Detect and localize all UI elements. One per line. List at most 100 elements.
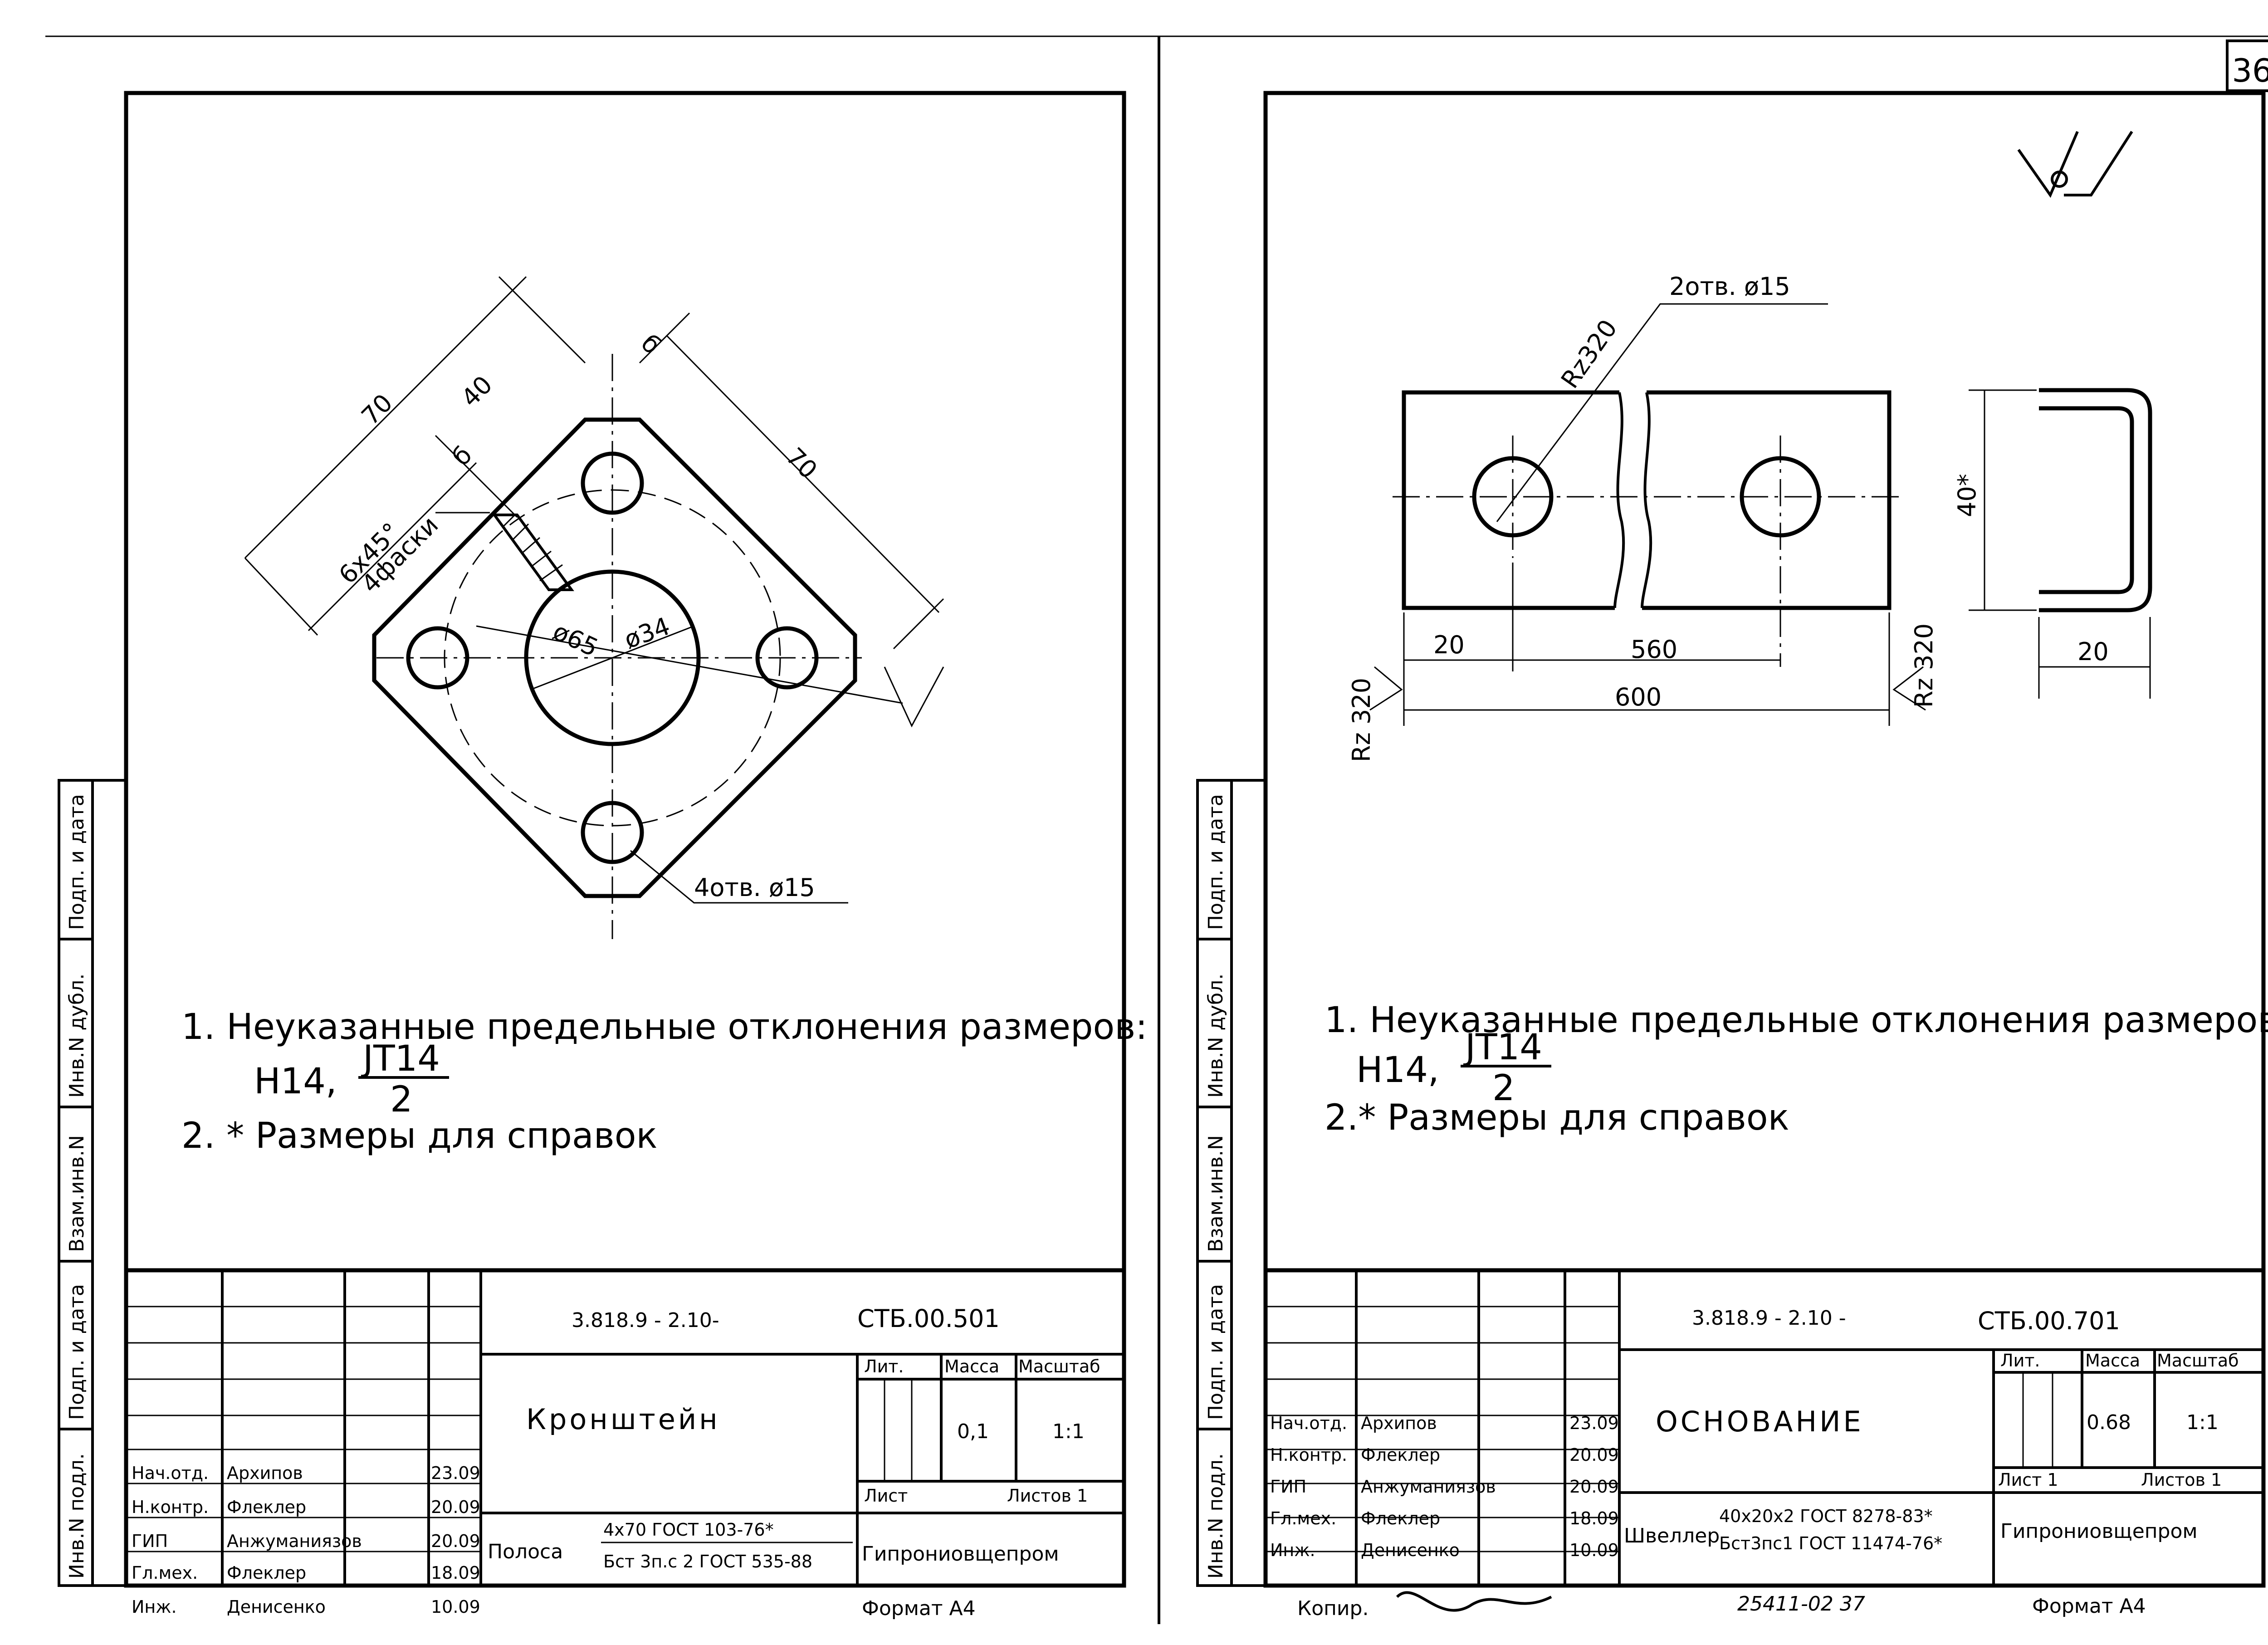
tolerance-jt14: JT14 bbox=[361, 1038, 440, 1079]
signer-role: Нач.отд. bbox=[132, 1463, 209, 1483]
left-side-stamp: Инв.N подл. Подп. и дата Взам.инв.N Инв.… bbox=[58, 779, 127, 1587]
left-sheet: Инв.N подл. Подп. и дата Взам.инв.N Инв.… bbox=[58, 91, 1148, 1620]
signer-date: 18.09 bbox=[431, 1563, 480, 1583]
side-stamp-label-2: Подп. и дата bbox=[65, 1284, 88, 1420]
roughness-mark bbox=[2064, 131, 2133, 196]
surface-mark-left bbox=[884, 666, 944, 728]
col-mass: Масса bbox=[2085, 1351, 2140, 1371]
signer-role: Нач.отд. bbox=[1270, 1413, 1347, 1433]
roughness-mark bbox=[2017, 131, 2079, 198]
sheet-code: 3.818.9 - 2.10- bbox=[572, 1309, 719, 1332]
dim-b-top: б bbox=[635, 329, 666, 360]
organization: Гипрониовщепром bbox=[862, 1542, 1059, 1566]
signer-date: 10.09 bbox=[1569, 1540, 1619, 1560]
scale-value: 1:1 bbox=[1052, 1420, 1085, 1443]
signer-date: 23.09 bbox=[1569, 1413, 1619, 1433]
dia-34: ø34 bbox=[621, 612, 674, 654]
surface-mark-left bbox=[1369, 666, 1403, 711]
copied-label: Копир. bbox=[1297, 1597, 1369, 1620]
signer-role: ГИП bbox=[132, 1531, 168, 1551]
sheet-label: Лист bbox=[864, 1486, 908, 1506]
signer-date: 23.09 bbox=[431, 1463, 480, 1483]
signer-date: 20.09 bbox=[1569, 1445, 1619, 1465]
sheet-label: Лист 1 bbox=[1998, 1470, 2058, 1490]
tolerance-h14: Н14, bbox=[254, 1061, 337, 1102]
bracket-outline bbox=[372, 417, 857, 898]
material-label: Полоса bbox=[488, 1540, 563, 1563]
dim-20b: 20 bbox=[2077, 637, 2109, 666]
side-stamp-label-4: Инв.N дубл. bbox=[65, 974, 88, 1098]
format-label: Формат А4 bbox=[862, 1597, 976, 1620]
signer-date: 20.09 bbox=[431, 1497, 480, 1517]
tolerance-h14: Н14, bbox=[1356, 1050, 1439, 1091]
channel-inner bbox=[2039, 406, 2134, 594]
side-stamp-label-1: Инв.N подл. bbox=[1204, 1453, 1227, 1579]
right-side-stamp: Инв.N подл. Подп. и дата Взам.инв.N Инв.… bbox=[1196, 779, 1267, 1587]
side-stamp-label-4: Инв.N дубл. bbox=[1204, 974, 1227, 1098]
holes-leader bbox=[630, 850, 848, 904]
title-block-frame bbox=[124, 1268, 1126, 1588]
side-stamp-label-1: Инв.N подл. bbox=[65, 1453, 88, 1579]
signer-role: Инж. bbox=[1270, 1540, 1315, 1560]
part-name: Кронштейн bbox=[526, 1403, 720, 1436]
sheet-code: 3.818.9 - 2.10 - bbox=[1692, 1307, 1846, 1330]
break-line-left bbox=[1613, 392, 1625, 608]
left-title-block: 3.818.9 - 2.10- СТБ.00.501 Кронштейн Лит… bbox=[124, 1268, 1126, 1620]
col-scale: Масштаб bbox=[1018, 1356, 1100, 1376]
dim-20: 20 bbox=[1433, 631, 1465, 659]
dim-600: 600 bbox=[1615, 683, 1662, 711]
inventory-number: 25411-02 37 bbox=[1737, 1592, 1865, 1616]
dia-34-line bbox=[530, 625, 694, 690]
side-stamp-label-5: Подп. и дата bbox=[1204, 794, 1227, 930]
signer-role: Гл.мех. bbox=[132, 1563, 198, 1583]
surface-mark-right bbox=[1892, 666, 1926, 711]
tolerance-jt14: JT14 bbox=[1463, 1027, 1542, 1068]
material-bottom: Бст3пс1 ГОСТ 11474-76* bbox=[1719, 1533, 1942, 1553]
signer-name: Денисенко bbox=[1361, 1540, 1460, 1560]
note-1: 1. Неуказанные предельные отклонения раз… bbox=[181, 1007, 1148, 1048]
copier-signature bbox=[1396, 1591, 1552, 1612]
page-number-box bbox=[2226, 39, 2268, 92]
side-stamp-label-5: Подп. и дата bbox=[65, 794, 88, 930]
signer-name: Архипов bbox=[1361, 1413, 1437, 1433]
material-bottom: Бст 3п.с 2 ГОСТ 535-88 bbox=[603, 1552, 812, 1572]
signer-role: Н.контр. bbox=[1270, 1445, 1347, 1465]
organization: Гипрониовщепром bbox=[2000, 1520, 2198, 1543]
material-label: Швеллер bbox=[1624, 1524, 1720, 1547]
dia-65-line bbox=[476, 625, 903, 704]
mass-value: 0,1 bbox=[957, 1420, 989, 1443]
note-2: 2.* Размеры для справок bbox=[1325, 1097, 1789, 1138]
dim-560: 560 bbox=[1631, 635, 1677, 664]
signer-name: Флеклер bbox=[1361, 1445, 1440, 1465]
plate-left-part bbox=[1402, 390, 1619, 610]
holes-leader bbox=[1496, 303, 1828, 522]
dia-65: ø65 bbox=[549, 617, 603, 662]
dim-70-right-line bbox=[666, 335, 940, 613]
side-stamp-label-2: Подп. и дата bbox=[1204, 1284, 1227, 1420]
holes-label: 2отв. ø15 bbox=[1669, 272, 1790, 301]
break-line-right bbox=[1641, 392, 1652, 608]
dim-70-left: 70 bbox=[356, 388, 398, 431]
channel-view: 40* 20 bbox=[1953, 388, 2152, 699]
roughness-circle bbox=[2051, 171, 2068, 188]
plate-right-part bbox=[1642, 390, 1892, 610]
signer-role: Гл.мех. bbox=[1270, 1508, 1336, 1528]
right-title-block: 3.818.9 - 2.10 - СТБ.00.701 ОСНОВАНИЕ Ли… bbox=[1263, 1268, 2266, 1620]
signer-role: Инж. bbox=[132, 1597, 177, 1617]
signer-date: 20.09 bbox=[1569, 1477, 1619, 1497]
page-number: 36 bbox=[2232, 52, 2268, 89]
part-code: СТБ.00.701 bbox=[1978, 1307, 2120, 1335]
signer-name: Денисенко bbox=[227, 1597, 326, 1617]
col-lit: Лит. bbox=[2000, 1351, 2040, 1371]
signer-role: ГИП bbox=[1270, 1477, 1306, 1497]
note-1: 1. Неуказанные предельные отклонения раз… bbox=[1325, 1000, 2268, 1041]
side-stamp-label-3: Взам.инв.N bbox=[1204, 1135, 1227, 1252]
signer-name: Флеклер bbox=[1361, 1508, 1440, 1528]
part-name: ОСНОВАНИЕ bbox=[1656, 1405, 1864, 1438]
signer-date: 20.09 bbox=[431, 1531, 480, 1551]
signer-name: Анжуманиязов bbox=[1361, 1477, 1496, 1497]
col-mass: Масса bbox=[944, 1356, 999, 1376]
sheets-label: Листов 1 bbox=[2141, 1470, 2222, 1490]
rz-right: Rz 320 bbox=[1910, 623, 1938, 708]
